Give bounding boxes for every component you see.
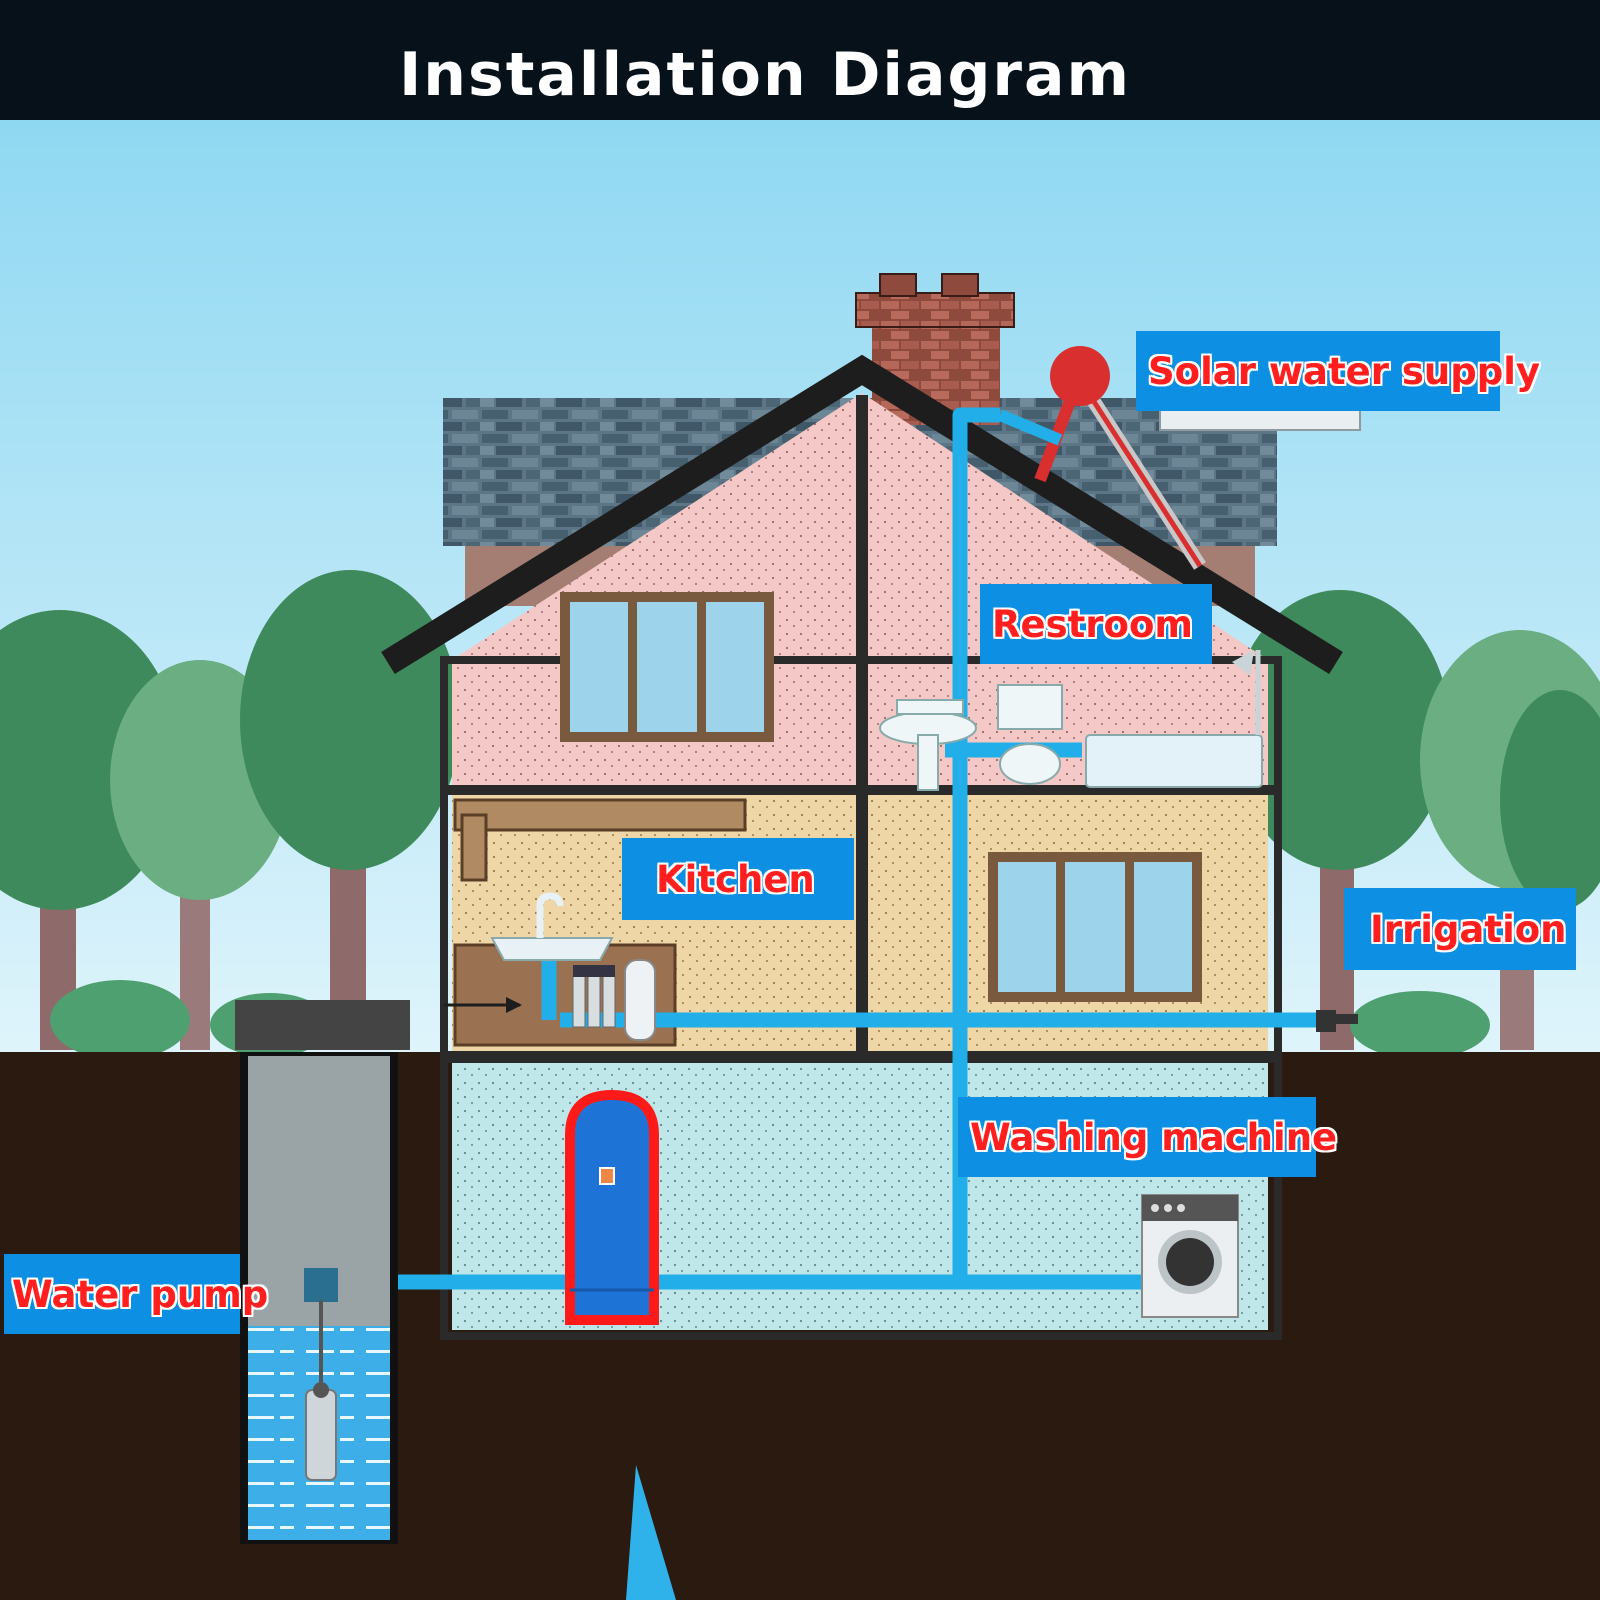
irrigation-tap — [1316, 1010, 1358, 1032]
label-washing-machine: Washing machine — [958, 1097, 1337, 1177]
label-kitchen: Kitchen — [622, 838, 854, 920]
page-title: Installation Diagram — [398, 40, 1132, 110]
restroom-fixtures — [879, 650, 1263, 791]
middle-window — [988, 852, 1202, 1002]
kitchen-sink — [444, 892, 656, 1041]
house-frame — [440, 395, 1282, 1340]
header-bar: Installation Diagram — [0, 0, 1600, 120]
roof-outline — [381, 354, 1343, 675]
well — [235, 1000, 410, 1544]
pressure-tank — [565, 1089, 659, 1325]
house-scene — [0, 120, 1600, 1600]
label-restroom: Restroom — [980, 584, 1212, 664]
washing-machine — [1141, 1194, 1239, 1318]
upper-window — [560, 592, 774, 742]
label-water-pump: Water pump — [4, 1254, 268, 1334]
label-irrigation: Irrigation — [1344, 888, 1576, 970]
label-solar-water-supply: Solar water supply — [1136, 331, 1540, 411]
water-vein — [626, 1465, 676, 1600]
